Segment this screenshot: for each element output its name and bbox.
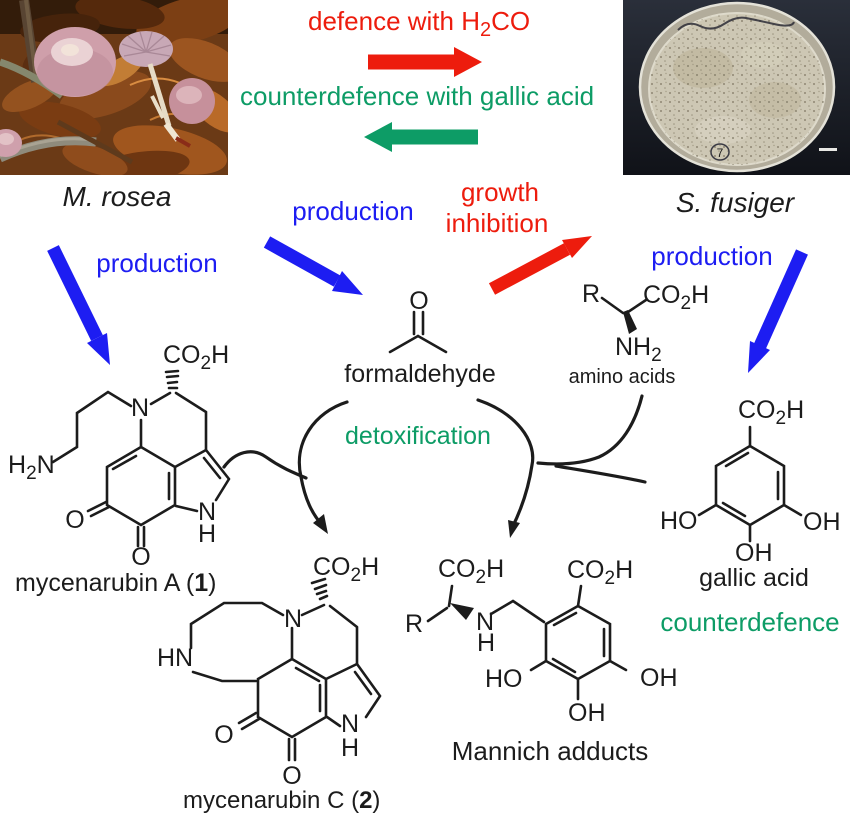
myc-c-pyrrole-h: H [341,734,359,762]
amino-acid-r: R [582,280,600,308]
stereo-wedge [623,310,637,334]
growth-inhibition-label-1: growth [461,177,539,207]
gallic-oh-right: OH [803,508,841,536]
mycenarubin-c-structure: CO2H N HN O O N H [157,553,382,790]
mannich-adducts-label: Mannich adducts [452,736,649,766]
mannich-co2h-left: CO2H [438,555,504,588]
mannich-oh-bottom: OH [568,699,606,727]
dish-mark-circle [710,143,730,161]
detox-arrow-left [222,400,349,534]
myc-c-hn: HN [157,644,193,672]
mycenarubin-a-structure: CO2H N H2N O O N H [8,341,231,571]
mannich-r: R [405,610,423,638]
gallic-ho: HO [660,507,698,535]
dish-handwriting [677,16,795,31]
gallic-acid-structure: CO2H HO OH OH [660,396,841,567]
mannich-h: H [477,629,495,657]
gallic-oh-bottom: OH [735,539,773,567]
counterdefence-top-label: counterdefence with gallic acid [240,81,594,111]
petri-dish: 7 [638,1,837,173]
myc-a-co2h: CO2H [163,341,229,374]
scale-bar [819,148,837,151]
petri-dish-photo: 7 [623,0,850,175]
amino-acid-co2h: CO2H [643,281,709,314]
organism-right-label: S. fusiger [676,187,796,218]
mycenarubin-c-label: mycenarubin C (2) [183,787,380,814]
dish-mark: 7 [717,146,724,160]
mushroom-caps [0,27,215,157]
production-mid-label: production [292,196,413,226]
myc-c-n: N [284,605,302,633]
stereo-wedge [450,603,474,620]
detoxification-label: detoxification [345,422,491,450]
detox-arrow-right [476,394,647,538]
amino-acid-merge-curve [536,394,644,466]
myc-a-pyrrole-n: N [198,498,216,526]
defence-label: defence with H2CO [308,6,530,41]
mushroom-photo [0,0,228,175]
formaldehyde-o: O [409,287,428,315]
mannich-oh-right: OH [640,664,678,692]
growth-inhibition-arrow [488,236,592,295]
petri-dish-art: 7 [623,0,850,175]
mycenarubin-a-label: mycenarubin A (1) [15,569,217,597]
myc-a-o1: O [65,506,84,534]
defence-arrow [368,47,482,77]
growth-inhibition-label-2: inhibition [446,208,549,238]
amino-acids-label: amino acids [569,366,676,388]
mannich-n: N [476,608,494,636]
mushroom-photo-art [0,0,228,175]
production-arrow-left [47,245,110,365]
mycenarubin-a-merge-curve [222,450,308,480]
myc-a-pyrrole-h: H [198,520,216,548]
production-left-label: production [96,248,217,278]
mannich-ho: HO [485,665,523,693]
production-arrow-mid [263,236,363,295]
gallic-acid-merge-curve [554,464,647,484]
mannich-adduct-structure: CO2H CO2H R N H HO OH OH [405,555,678,727]
formaldehyde-label: formaldehyde [344,360,495,388]
production-arrow-right [748,249,808,373]
amino-acid-nh2: NH2 [615,333,662,366]
mannich-co2h-right: CO2H [567,556,633,589]
gallic-co2h: CO2H [738,396,804,429]
myc-c-pyrrole-n: N [341,710,359,738]
myc-a-o2: O [131,543,150,571]
gallic-acid-label: gallic acid [699,564,809,592]
myc-c-o1: O [214,721,233,749]
myc-a-h2n: H2N [8,451,55,484]
amino-acid-structure: R CO2H NH2 [582,280,709,366]
myc-c-co2h: CO2H [313,553,379,586]
hash-wedge [310,577,329,601]
myc-a-n: N [131,394,149,422]
counterdefence-right-label: counterdefence [660,607,839,637]
counterdefence-arrow [364,122,478,152]
myc-c-o2: O [282,762,301,790]
formaldehyde-structure: O [388,287,448,354]
hash-wedge [164,369,180,390]
production-right-label: production [651,241,772,271]
organism-left-label: M. rosea [63,181,172,212]
